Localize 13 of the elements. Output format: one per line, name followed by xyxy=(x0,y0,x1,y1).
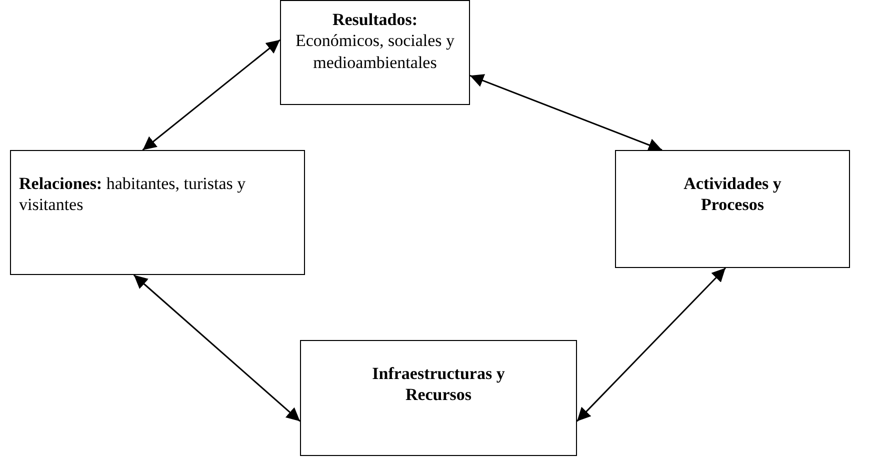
box-heading: Resultados: xyxy=(332,9,418,30)
box-text: Infraestructuras y Recursos xyxy=(371,363,506,406)
box-text: Relaciones: habitantes, turistas y visitantes xyxy=(19,173,247,216)
box-text: Económicos, sociales y medioambientales xyxy=(294,30,456,73)
box-text: Actividades y Procesos xyxy=(682,173,782,216)
text-box xyxy=(10,150,305,275)
text-box xyxy=(280,0,470,105)
double-arrow xyxy=(133,274,300,422)
double-arrow xyxy=(142,39,280,151)
text-box xyxy=(615,150,850,268)
double-arrow xyxy=(470,74,662,152)
text-box xyxy=(300,340,577,456)
double-arrow xyxy=(576,267,726,422)
